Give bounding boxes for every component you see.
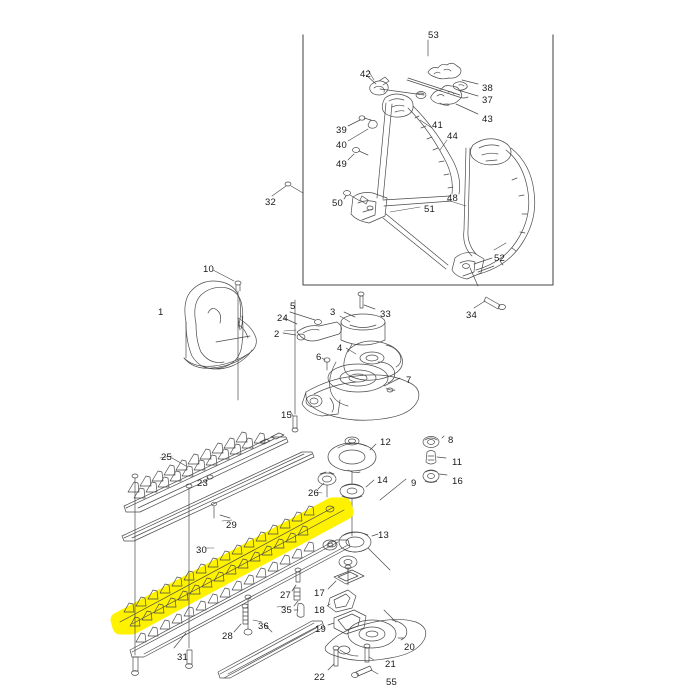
callout-number: 34 (466, 310, 477, 321)
callout-number: 5 (290, 301, 296, 312)
callout-number: 35 (281, 605, 292, 616)
callout-number: 14 (377, 475, 388, 486)
callout-number: 28 (222, 631, 233, 642)
callout-number: 27 (280, 590, 291, 601)
bottom-left-bolts (131, 473, 193, 676)
part-23-upper-blade (123, 432, 289, 513)
callout-number: 38 (482, 83, 493, 94)
callout-number: 39 (336, 125, 347, 136)
part-17-18-19-brackets (324, 564, 427, 678)
callout-number: 16 (452, 476, 463, 487)
callout-number: 43 (482, 114, 493, 125)
callout-number: 24 (277, 313, 288, 324)
callout-number: 11 (452, 457, 463, 468)
part-8-11-16-stack (379, 435, 448, 501)
callout-number: 20 (404, 642, 415, 653)
callout-number: 37 (482, 95, 493, 106)
part-15-bolt (289, 299, 299, 433)
callout-number: 18 (314, 605, 325, 616)
part-fasteners-left (343, 115, 378, 205)
part-29-guide-rail (121, 451, 315, 542)
callout-number: 55 (386, 677, 397, 688)
part-53-rod (406, 39, 461, 98)
callout-number: 7 (406, 375, 412, 386)
callout-number: 36 (258, 621, 269, 632)
part-27-35-small (291, 567, 305, 618)
callout-number: 10 (203, 264, 214, 275)
callout-number: 50 (332, 198, 343, 209)
inset-leader-lines (367, 69, 507, 251)
callout-number: 49 (336, 159, 347, 170)
callout-number: 25 (161, 452, 172, 463)
callout-number: 19 (315, 624, 326, 635)
callout-number: 22 (314, 672, 325, 683)
callout-number: 32 (265, 197, 276, 208)
callout-number: 26 (308, 488, 319, 499)
callout-number: 53 (428, 30, 439, 41)
callout-number: 33 (380, 309, 391, 320)
part-30-highlighted-blade (110, 497, 354, 635)
callout-number: 41 (432, 120, 443, 131)
gearbox-assembly (282, 291, 420, 421)
part-34-screw (469, 267, 506, 310)
callout-number: 23 (197, 478, 208, 489)
part-42-clamp (365, 74, 390, 96)
part-48-52-rear-bar (451, 138, 536, 280)
part-30-blade-outline (119, 505, 345, 627)
callout-number: 31 (177, 652, 188, 663)
part-1-front-handle (183, 280, 257, 370)
callout-number: 9 (411, 478, 417, 489)
callout-number: 30 (196, 545, 207, 556)
callout-number: 48 (447, 193, 458, 204)
misc-leader-lines (159, 315, 357, 623)
callout-number: 42 (360, 69, 371, 80)
part-14-washer (339, 470, 375, 537)
part-25-cutter-teeth-upper (127, 431, 266, 499)
part-13-gear (322, 531, 391, 586)
callout-number: 21 (385, 659, 396, 670)
callout-number: 44 (447, 131, 458, 142)
callout-number: 15 (281, 410, 292, 421)
callout-number: 2 (274, 329, 280, 340)
callout-number: 4 (337, 343, 343, 354)
part-10-bolt (212, 269, 242, 401)
callout-number: 1 (158, 307, 164, 318)
part-26-link (317, 471, 337, 498)
callout-number: 17 (314, 588, 325, 599)
part-32-leader (271, 181, 304, 197)
part-36-rail-guard (217, 620, 325, 679)
callout-number: 12 (380, 437, 391, 448)
callout-number: 52 (494, 253, 505, 264)
callout-number: 6 (316, 352, 322, 363)
callout-number: 3 (330, 307, 336, 318)
callout-number: 8 (448, 435, 454, 446)
callout-number: 13 (378, 530, 389, 541)
part-cluster-throttle (379, 62, 479, 115)
part-41-44-loop-handle (350, 93, 461, 270)
part-28-screw (233, 603, 249, 633)
callout-number: 51 (424, 204, 435, 215)
inset-detail-frame (302, 34, 554, 286)
callout-number: 40 (336, 140, 347, 151)
part-12-crank (327, 436, 377, 474)
callout-number: 29 (226, 520, 237, 531)
